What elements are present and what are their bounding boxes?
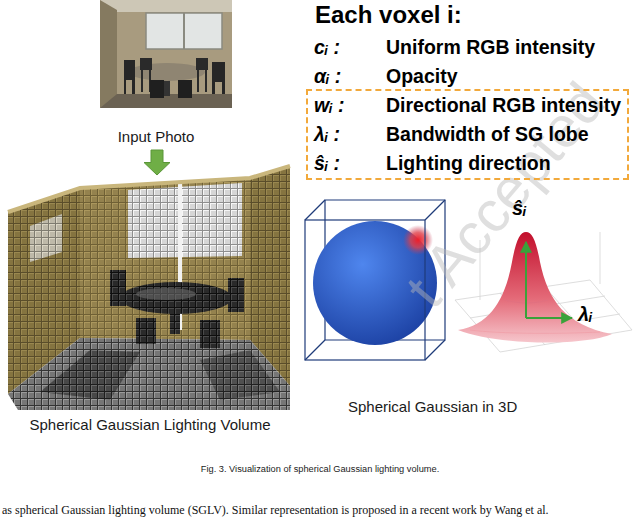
photo-window-frame bbox=[146, 13, 222, 49]
voxel-chair bbox=[200, 320, 220, 348]
photo-chair bbox=[124, 60, 135, 94]
attribute-description: Lighting direction bbox=[386, 149, 621, 178]
attribute-description: Bandwidth of SG lobe bbox=[386, 120, 621, 149]
figure-label: Spherical Gaussian in 3D bbox=[348, 398, 517, 416]
sg-surface-mesh bbox=[470, 330, 600, 333]
voxel-floor bbox=[8, 338, 290, 410]
input-photo bbox=[100, 0, 232, 108]
input-photo: Input Photo bbox=[94, 0, 218, 148]
photo-chair bbox=[150, 80, 164, 98]
photo-window bbox=[146, 13, 222, 49]
list-title: Each voxel i: bbox=[315, 0, 462, 30]
attribute-symbol: cᵢ : bbox=[314, 33, 340, 62]
voxel-back-wall bbox=[80, 178, 250, 340]
photo-wall bbox=[100, 0, 232, 108]
voxel-volume bbox=[8, 166, 290, 410]
attribute-group-box: wᵢ :Directional RGB intensityλᵢ :Bandwid… bbox=[306, 89, 629, 180]
lighting-volume: Spherical Gaussian Lighting Volume bbox=[5, 176, 295, 436]
attribute-description: Uniform RGB intensity bbox=[386, 33, 595, 62]
voxel-floor-shadow bbox=[40, 350, 140, 400]
photo-side-wall bbox=[100, 0, 117, 108]
photo-chair bbox=[212, 62, 225, 94]
voxel-chair bbox=[136, 318, 156, 344]
photo-window-frame bbox=[183, 13, 185, 49]
voxel-rim bbox=[8, 166, 290, 212]
photo-label: Input Photo bbox=[94, 128, 218, 146]
attribute-symbol: wᵢ : bbox=[314, 91, 386, 120]
attribute-symbol: αᵢ : bbox=[314, 62, 341, 91]
body-text: as spherical Gaussian lighting volume (S… bbox=[2, 503, 549, 518]
cube-edge bbox=[305, 200, 325, 220]
axis-label: ŝᵢ bbox=[512, 196, 527, 220]
axis-label: λᵢ bbox=[578, 302, 593, 326]
attribute-symbol: ŝᵢ : bbox=[314, 149, 386, 178]
voxel-table-highlight bbox=[136, 288, 196, 300]
cube-edge bbox=[425, 340, 445, 360]
attribute-description: Opacity bbox=[386, 62, 458, 91]
direction-axis bbox=[525, 242, 527, 318]
bandwidth-axis bbox=[526, 317, 572, 319]
flow-arrow bbox=[144, 150, 170, 175]
voxel-floor-shadow bbox=[200, 350, 280, 400]
figure-caption: Fig. 3. Visualization of spherical Gauss… bbox=[0, 462, 640, 476]
cube-edge bbox=[305, 340, 325, 360]
voxel-table bbox=[120, 282, 232, 314]
photo-chair bbox=[196, 58, 208, 92]
voxel-window bbox=[30, 214, 62, 262]
photo-floor bbox=[100, 94, 232, 108]
photo-chair bbox=[178, 80, 192, 98]
voxel-window bbox=[128, 183, 242, 258]
attribute-description: Directional RGB intensity bbox=[386, 91, 621, 120]
photo-ceiling bbox=[100, 0, 232, 12]
volume-label: Spherical Gaussian Lighting Volume bbox=[5, 416, 295, 434]
attribute-symbol: λᵢ : bbox=[314, 120, 386, 149]
